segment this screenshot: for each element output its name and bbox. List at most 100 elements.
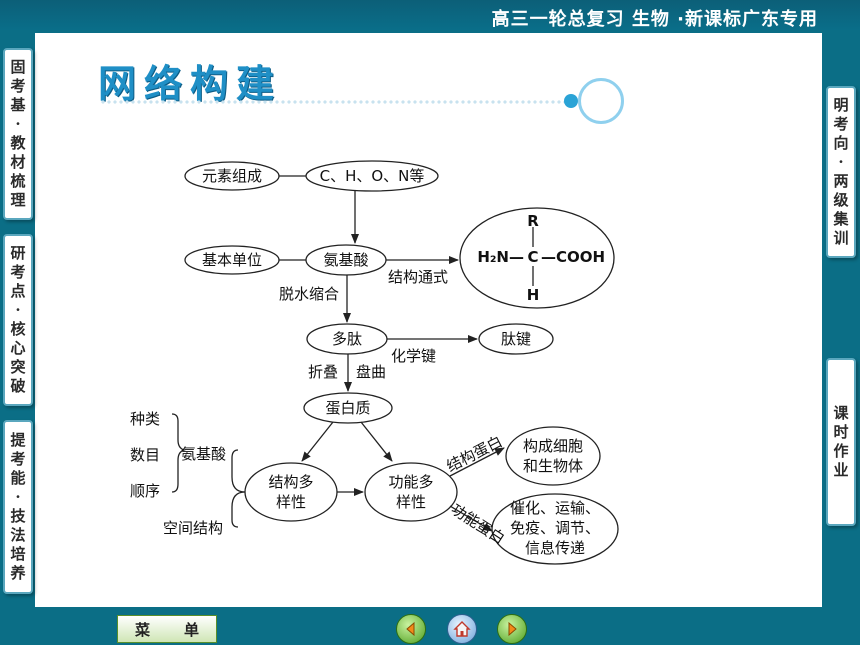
nav-tab-tikaoneng[interactable]: 提 考 能 · 技 法 培 养: [3, 420, 33, 594]
nav-char: 两: [833, 172, 849, 190]
formula-r: R: [527, 212, 539, 230]
nav-char: 破: [10, 377, 26, 395]
brace-factors: [171, 413, 187, 493]
content-panel: [35, 33, 822, 607]
nav-char: 教: [10, 134, 26, 152]
label-functional-diversity-2: 样性: [396, 493, 426, 511]
label-compose-2: 和生物体: [523, 457, 583, 475]
nav-char: 固: [10, 58, 26, 76]
factor-amino-acid: 氨基酸: [181, 445, 226, 463]
nav-char: 训: [833, 229, 849, 247]
formula-left: H₂N—: [477, 248, 524, 266]
label-functional-diversity-1: 功能多: [388, 473, 433, 491]
label-structural-diversity-2: 样性: [276, 493, 306, 511]
nav-char: 课: [833, 404, 849, 422]
nav-char: 养: [10, 564, 26, 582]
label-structural-diversity-1: 结构多: [268, 473, 313, 491]
node-protein: [303, 392, 393, 424]
label-functions-1: 催化、运输、: [510, 499, 600, 517]
prev-button[interactable]: [396, 614, 426, 644]
node-peptide-bond: [478, 323, 554, 355]
nav-char: 突: [10, 358, 26, 376]
edge-label-folding: 折叠: [308, 363, 338, 381]
nav-char: 时: [833, 423, 849, 441]
section-title: 网络构建: [98, 62, 283, 106]
factor-order: 顺序: [130, 482, 160, 500]
nav-char: 级: [833, 191, 849, 209]
formula-c: C: [527, 248, 538, 266]
label-polypeptide: 多肽: [332, 330, 362, 348]
nav-char: 考: [833, 115, 849, 133]
nav-char: ·: [838, 153, 844, 171]
edge-label-functional-protein: 功能蛋白: [448, 500, 508, 548]
label-functions-3: 信息传递: [525, 539, 585, 557]
nav-char: 能: [10, 469, 26, 487]
top-bar: 高三一轮总复习 生物 ·新课标广东专用: [0, 0, 860, 30]
nav-char: 核: [10, 320, 26, 338]
label-protein: 蛋白质: [325, 399, 370, 417]
nav-char: 考: [10, 77, 26, 95]
divider-dot: [564, 94, 578, 108]
menu-button[interactable]: 菜 单: [117, 615, 217, 643]
nav-char: 向: [833, 134, 849, 152]
nav-char: 点: [10, 282, 26, 300]
label-compose-1: 构成细胞: [523, 437, 583, 455]
edge-to-functions: [449, 505, 493, 532]
home-icon: [453, 621, 471, 637]
label-elements: 元素组成: [202, 167, 262, 185]
factor-kind: 种类: [130, 410, 160, 428]
edge-to-compose: [449, 447, 505, 477]
nav-tab-gukaoji[interactable]: 固 考 基 · 教 材 梳 理: [3, 48, 33, 220]
nav-char: 作: [833, 442, 849, 460]
nav-char: 集: [833, 210, 849, 228]
edge-protein-structural: [301, 421, 334, 462]
label-functions-2: 免疫、调节、: [510, 519, 600, 537]
home-button[interactable]: [447, 614, 477, 644]
formula-h: H: [527, 286, 540, 304]
node-formula: [459, 207, 615, 309]
divider-ring: [578, 78, 624, 124]
course-title: 高三一轮总复习 生物 ·新课标广东专用: [491, 9, 818, 30]
nav-char: 法: [10, 526, 26, 544]
nav-char: 明: [833, 96, 849, 114]
node-compose: [505, 426, 601, 486]
nav-char: 基: [10, 96, 26, 114]
edge-label-chemical-bond: 化学键: [391, 347, 436, 365]
formula-right: —COOH: [541, 248, 605, 266]
nav-char: 技: [10, 507, 26, 525]
edge-label-structural-protein: 结构蛋白: [444, 432, 506, 475]
factor-spatial: 空间结构: [163, 519, 223, 537]
next-button[interactable]: [497, 614, 527, 644]
dotted-divider: [100, 100, 570, 104]
nav-char: 考: [10, 263, 26, 281]
node-structural-diversity: [244, 462, 338, 522]
arrow-left-icon: [406, 621, 415, 637]
nav-tab-yankaodian[interactable]: 研 考 点 · 核 心 突 破: [3, 234, 33, 406]
arrow-right-icon: [508, 621, 517, 637]
nav-char: ·: [15, 115, 21, 133]
nav-char: 理: [10, 191, 26, 209]
nav-char: ·: [15, 488, 21, 506]
node-functional-diversity: [364, 462, 458, 522]
edge-label-coiling: 盘曲: [356, 363, 386, 381]
nav-char: 梳: [10, 172, 26, 190]
label-peptide-bond: 肽键: [501, 330, 531, 348]
brace-causes: [231, 449, 246, 528]
nav-tab-mingkaoxiang[interactable]: 明 考 向 · 两 级 集 训: [826, 86, 856, 258]
menu-char: 菜: [134, 620, 150, 639]
menu-char: 单: [183, 620, 199, 639]
nav-char: 培: [10, 545, 26, 563]
label-amino-acid: 氨基酸: [323, 251, 368, 269]
factor-number: 数目: [130, 446, 160, 464]
nav-char: 考: [10, 450, 26, 468]
nav-char: 研: [10, 244, 26, 262]
nav-char: ·: [15, 301, 21, 319]
nav-char: 业: [833, 461, 849, 479]
edge-label-dehydration: 脱水缩合: [279, 285, 339, 303]
edge-label-structural-formula: 结构通式: [388, 268, 448, 286]
label-unit: 基本单位: [202, 251, 262, 269]
nav-tab-homework[interactable]: 课 时 作 业: [826, 358, 856, 526]
edge-protein-functional: [360, 421, 393, 462]
nav-char: 提: [10, 431, 26, 449]
